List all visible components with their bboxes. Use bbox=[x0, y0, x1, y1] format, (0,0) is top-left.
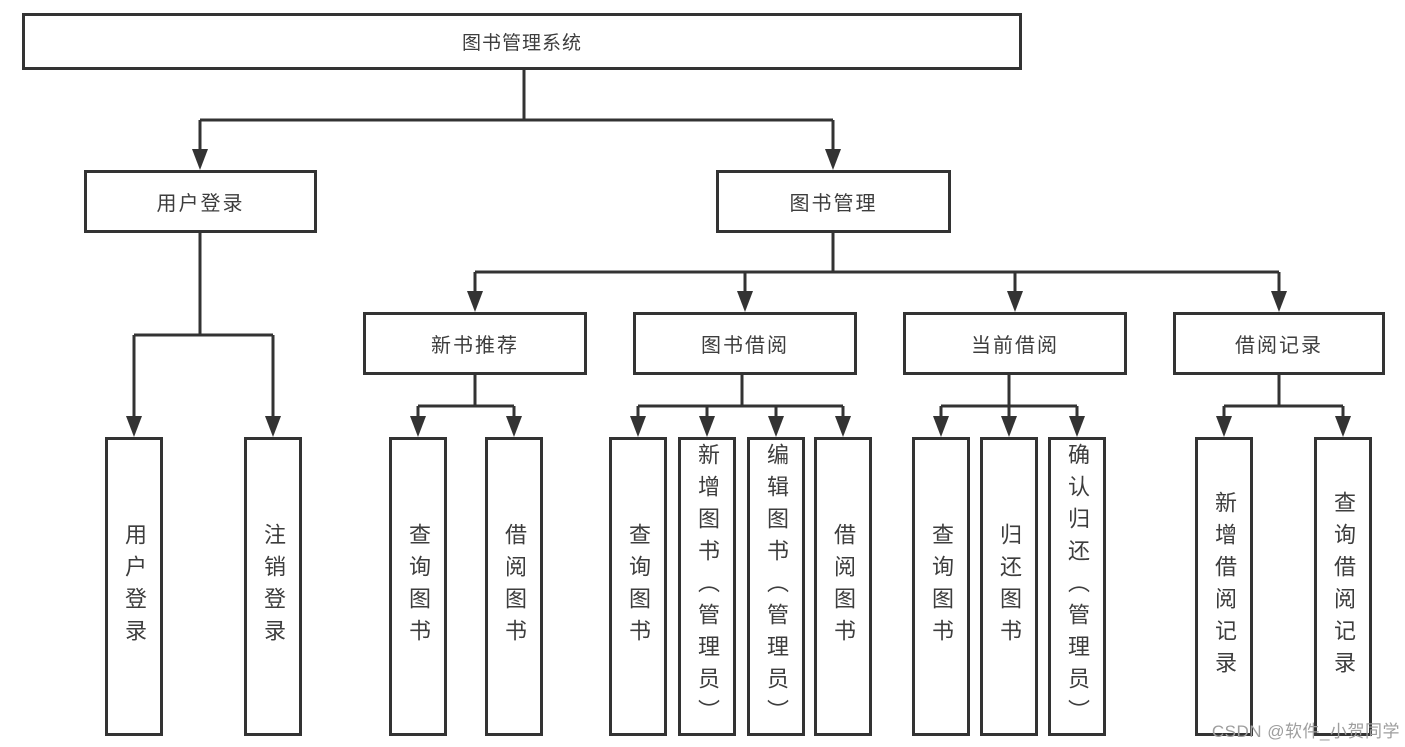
node-current-borrow: 当前借阅 bbox=[903, 312, 1127, 375]
leaf-add-books-admin: 新增图书（管理员） bbox=[678, 437, 736, 736]
leaf-query-books-recommend-label: 查询图书 bbox=[406, 522, 431, 651]
leaf-query-books-borrow: 查询图书 bbox=[609, 437, 667, 736]
node-new-book-recommend: 新书推荐 bbox=[363, 312, 587, 375]
node-book-management: 图书管理 bbox=[716, 170, 951, 233]
leaf-edit-books-admin-label: 编辑图书（管理员） bbox=[764, 442, 789, 731]
leaf-borrow-books: 借阅图书 bbox=[814, 437, 872, 736]
leaf-add-books-admin-label: 新增图书（管理员） bbox=[695, 442, 720, 731]
node-current-borrow-label: 当前借阅 bbox=[971, 335, 1059, 357]
node-root-label: 图书管理系统 bbox=[461, 33, 582, 54]
leaf-query-books-recommend: 查询图书 bbox=[389, 437, 447, 736]
leaf-user-login: 用户登录 bbox=[105, 437, 163, 736]
node-user-login: 用户登录 bbox=[84, 170, 317, 233]
leaf-logout-label: 注销登录 bbox=[261, 522, 286, 651]
leaf-confirm-return-admin-label: 确认归还（管理员） bbox=[1065, 442, 1090, 731]
node-root: 图书管理系统 bbox=[22, 13, 1022, 70]
leaf-logout: 注销登录 bbox=[244, 437, 302, 736]
leaf-add-borrow-record-label: 新增借阅记录 bbox=[1212, 490, 1237, 683]
leaf-return-books-label: 归还图书 bbox=[997, 522, 1022, 651]
node-book-borrow-label: 图书借阅 bbox=[701, 335, 789, 357]
leaf-borrow-books-recommend-label: 借阅图书 bbox=[502, 522, 527, 651]
leaf-query-borrow-record-label: 查询借阅记录 bbox=[1331, 490, 1356, 683]
leaf-user-login-label: 用户登录 bbox=[122, 522, 147, 651]
node-book-borrow: 图书借阅 bbox=[633, 312, 857, 375]
leaf-query-books-current: 查询图书 bbox=[912, 437, 970, 736]
node-book-management-label: 图书管理 bbox=[789, 193, 878, 215]
leaf-edit-books-admin: 编辑图书（管理员） bbox=[747, 437, 805, 736]
leaf-query-borrow-record: 查询借阅记录 bbox=[1314, 437, 1372, 736]
leaf-add-borrow-record: 新增借阅记录 bbox=[1195, 437, 1253, 736]
arrowheads bbox=[126, 149, 1351, 437]
node-user-login-label: 用户登录 bbox=[156, 193, 245, 215]
leaf-borrow-books-recommend: 借阅图书 bbox=[485, 437, 543, 736]
leaf-query-books-current-label: 查询图书 bbox=[929, 522, 954, 651]
leaf-confirm-return-admin: 确认归还（管理员） bbox=[1048, 437, 1106, 736]
node-new-book-recommend-label: 新书推荐 bbox=[431, 335, 519, 357]
node-borrow-records: 借阅记录 bbox=[1173, 312, 1385, 375]
leaf-borrow-books-label: 借阅图书 bbox=[831, 522, 856, 651]
leaf-return-books: 归还图书 bbox=[980, 437, 1038, 736]
node-borrow-records-label: 借阅记录 bbox=[1235, 335, 1323, 357]
leaf-query-books-borrow-label: 查询图书 bbox=[626, 522, 651, 651]
csdn-watermark: CSDN @软件_小贺同学 bbox=[1211, 722, 1400, 741]
